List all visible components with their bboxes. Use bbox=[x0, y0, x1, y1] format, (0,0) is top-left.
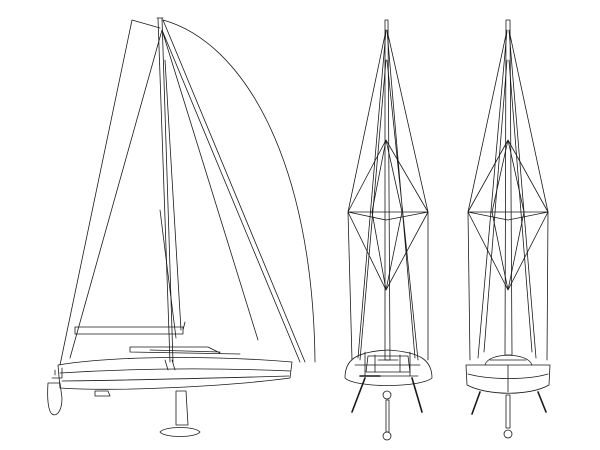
jib-sail bbox=[69, 29, 301, 363]
spinnaker-sail bbox=[162, 19, 316, 363]
rear-view bbox=[465, 19, 551, 439]
front-stanchions bbox=[351, 375, 423, 413]
side-profile-view bbox=[47, 17, 316, 437]
boom bbox=[74, 321, 186, 335]
front-propeller-hub bbox=[382, 390, 392, 400]
hull bbox=[57, 357, 293, 390]
rear-rudders bbox=[471, 391, 547, 415]
front-spreaders bbox=[347, 139, 429, 291]
rear-shrouds bbox=[467, 29, 549, 361]
keel bbox=[159, 390, 201, 437]
rear-spreaders bbox=[467, 139, 549, 291]
front-mast bbox=[384, 19, 391, 361]
rear-hull bbox=[465, 364, 551, 394]
deckhouse bbox=[129, 346, 241, 355]
main-sail bbox=[59, 19, 182, 366]
front-keel bbox=[385, 399, 390, 433]
rudder bbox=[47, 382, 63, 416]
front-hull bbox=[344, 349, 433, 386]
mast bbox=[156, 17, 174, 363]
front-deckhouse bbox=[365, 355, 411, 373]
rear-keel bbox=[505, 394, 511, 429]
front-view bbox=[344, 19, 433, 441]
rear-keel-bulb bbox=[503, 429, 513, 439]
skeg bbox=[94, 390, 111, 397]
rear-cockpit bbox=[484, 354, 533, 366]
stern-pulpit bbox=[51, 367, 63, 379]
front-keel-bulb bbox=[382, 431, 392, 441]
